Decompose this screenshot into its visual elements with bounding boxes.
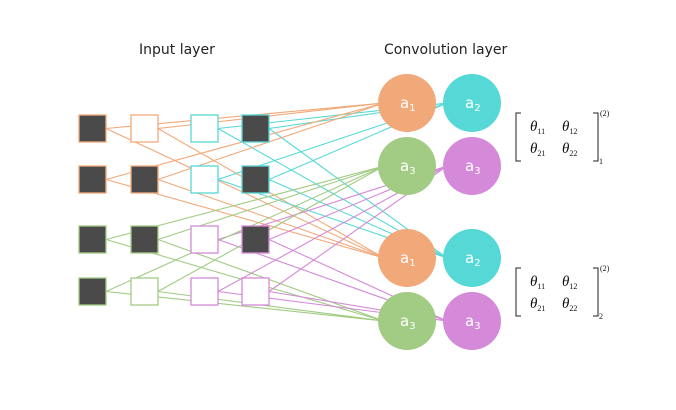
- node-circle: [443, 229, 501, 287]
- conv-node-cyan: a2: [443, 74, 501, 132]
- node-circle: [378, 137, 436, 195]
- input-layer-title: Input layer: [139, 42, 215, 58]
- theta-entry: θ22: [562, 296, 577, 313]
- input-pixel-filled: [78, 114, 107, 143]
- left-bracket: [515, 267, 521, 317]
- input-pixel-filled: [241, 165, 270, 194]
- theta-entry: θ11: [530, 274, 545, 291]
- input-pixel-empty: [190, 114, 219, 143]
- right-bracket: [593, 112, 599, 162]
- theta-entry: θ12: [562, 274, 577, 291]
- matrix-subscript: 2: [599, 312, 603, 321]
- conv-node-cyan: a2: [443, 229, 501, 287]
- filter-matrix-1: θ11 θ12 θ21 θ22 (2) 1: [515, 109, 610, 166]
- node-circle: [443, 137, 501, 195]
- input-pixel-empty: [190, 277, 219, 306]
- input-pixel-filled: [78, 225, 107, 254]
- theta-entry: θ11: [530, 119, 545, 136]
- input-pixel-empty: [190, 225, 219, 254]
- input-pixel-empty: [130, 277, 159, 306]
- input-pixel-filled: [241, 114, 270, 143]
- conv-node-purple: a3: [443, 137, 501, 195]
- conv-node-green: a3: [378, 292, 436, 350]
- input-pixel-filled: [241, 225, 270, 254]
- matrix-superscript: (2): [600, 264, 610, 273]
- input-pixel-filled: [78, 165, 107, 194]
- theta-entry: θ21: [530, 296, 545, 313]
- filter-matrix-2: θ11 θ12 θ21 θ22 (2) 2: [515, 264, 610, 321]
- node-circle: [443, 292, 501, 350]
- matrix-superscript: (2): [600, 109, 610, 118]
- edge-green: [157, 165, 385, 292]
- filter-matrices: θ11 θ12 θ21 θ22 (2) 1 θ11 θ12 θ21 θ22 (2) 2: [515, 109, 610, 321]
- left-bracket: [515, 112, 521, 162]
- input-grid: [78, 114, 270, 306]
- matrix-subscript: 1: [599, 157, 603, 166]
- input-pixel-filled: [130, 225, 159, 254]
- theta-entry: θ12: [562, 119, 577, 136]
- right-bracket: [593, 267, 599, 317]
- conv-node-orange: a1: [378, 229, 436, 287]
- node-circle: [443, 74, 501, 132]
- input-pixel-filled: [78, 277, 107, 306]
- node-circle: [378, 292, 436, 350]
- input-pixel-empty: [190, 165, 219, 194]
- conv-node-green: a3: [378, 137, 436, 195]
- input-pixel-filled: [130, 165, 159, 194]
- input-pixel-empty: [130, 114, 159, 143]
- convolution-layer-title: Convolution layer: [384, 42, 508, 58]
- node-circle: [378, 229, 436, 287]
- input-pixel-empty: [241, 277, 270, 306]
- theta-entry: θ22: [562, 141, 577, 158]
- conv-node-orange: a1: [378, 74, 436, 132]
- theta-entry: θ21: [530, 141, 545, 158]
- node-circle: [378, 74, 436, 132]
- conv-node-purple: a3: [443, 292, 501, 350]
